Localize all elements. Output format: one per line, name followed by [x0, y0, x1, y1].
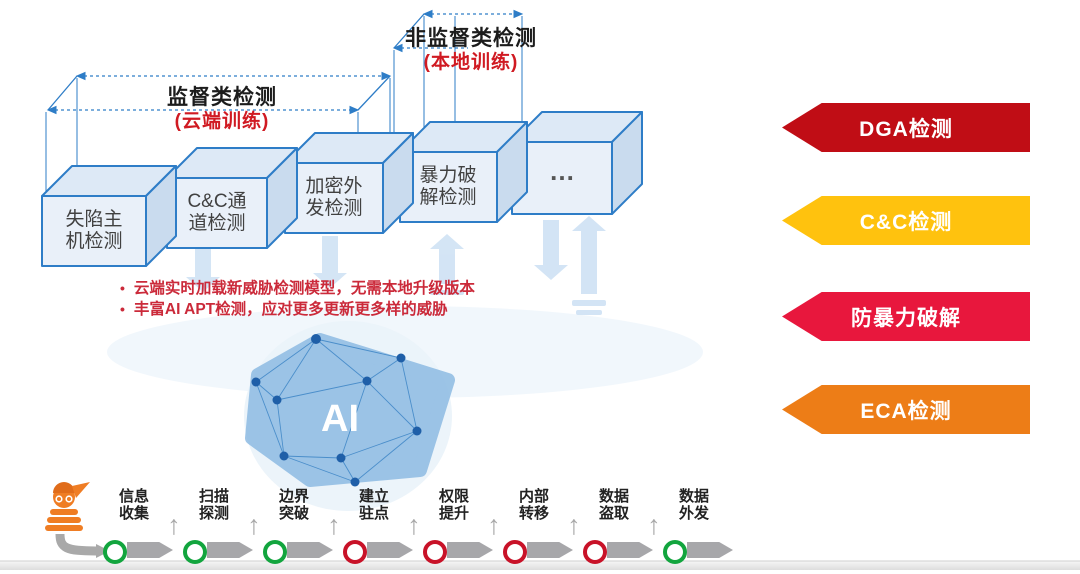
supervised-dimension-lines — [45, 71, 392, 195]
hacker-icon — [45, 482, 110, 558]
kill-chain-step-label: 数据 外发 — [678, 488, 709, 522]
kill-chain-step-label: 内部 转移 — [518, 488, 549, 522]
model-box-bruteforce — [399, 121, 528, 223]
status-circle-green — [263, 540, 287, 564]
ai-label: AI — [321, 398, 359, 440]
up-arrow-icon: ↑ — [167, 510, 181, 540]
model-box-encrypted — [284, 132, 414, 234]
status-circle-red — [423, 540, 447, 564]
bullet-icon: • — [120, 301, 125, 317]
model-box-label: 加密外 发检测 — [305, 176, 363, 219]
kill-chain-step: 建立 驻点 ↑ — [334, 488, 421, 568]
kill-chain-step: 扫描 探测 ↑ — [174, 488, 261, 568]
up-arrow-icon: ↑ — [247, 510, 261, 540]
kill-chain-step: 内部 转移 ↑ — [494, 488, 581, 568]
supervised-subtitle: (云端训练) — [174, 111, 270, 132]
supervised-title: 监督类检测 — [167, 86, 277, 109]
kill-chain-step: 边界 突破 ↑ — [254, 488, 341, 568]
bullet-text: 丰富AI APT检测，应对更多更新更多样的威胁 — [133, 301, 448, 318]
bullet-line: • 云端实时加载新威胁检测模型，无需本地升级版本 — [120, 278, 475, 299]
kill-chain-step-label: 建立 驻点 — [358, 488, 389, 522]
network-nodes — [251, 334, 422, 487]
chevron-arrow-icon — [527, 542, 573, 558]
status-circle-green — [663, 540, 687, 564]
model-boxes — [41, 111, 643, 267]
banner-eca: ECA检测 — [782, 385, 1030, 434]
bullet-icon: • — [120, 280, 125, 296]
chevron-arrow-icon — [607, 542, 653, 558]
bullet-line: • 丰富AI APT检测，应对更多更新更多样的威胁 — [120, 299, 475, 320]
up-arrow-icon — [430, 234, 464, 284]
up-arrow-icon: ↑ — [327, 510, 341, 540]
chevron-arrow-icon — [207, 542, 253, 558]
kill-chain-step: 信息 收集 ↑ — [94, 488, 181, 568]
down-arrow-icon — [313, 236, 347, 288]
kill-chain-step-label: 扫描 探测 — [198, 488, 229, 522]
up-arrow-icon: ↑ — [647, 510, 661, 540]
status-circle-green — [183, 540, 207, 564]
banner-bruteforce: 防暴力破解 — [782, 292, 1030, 341]
ground-strip — [0, 561, 1080, 570]
down-arrow-icon — [534, 220, 568, 280]
chevron-arrow-icon — [127, 542, 173, 558]
down-arrow-icon — [186, 248, 220, 292]
chevron-arrow-icon — [447, 542, 493, 558]
status-circle-red — [583, 540, 607, 564]
model-box-label: 暴力破 解检测 — [419, 165, 477, 208]
up-arrow-icon — [572, 216, 606, 294]
up-arrow-icon: ↑ — [487, 510, 501, 540]
bullet-text: 云端实时加载新威胁检测模型，无需本地升级版本 — [133, 280, 475, 297]
unsupervised-subtitle: (本地训练) — [423, 52, 519, 73]
chevron-arrow-icon — [687, 542, 733, 558]
kill-chain-step: 数据 盗取 ↑ — [574, 488, 661, 568]
model-box-label: 失陷主 机检测 — [65, 209, 123, 252]
chevron-arrow-icon — [367, 542, 413, 558]
status-circle-red — [503, 540, 527, 564]
ai-hexagon: AI — [244, 321, 455, 511]
banner-cc: C&C检测 — [782, 196, 1030, 245]
model-box-label: … — [549, 156, 575, 186]
model-box-compromised — [41, 165, 177, 267]
model-box-label: C&C通 道检测 — [187, 191, 247, 234]
up-arrow-icon: ↑ — [407, 510, 421, 540]
kill-chain-step-label: 权限 提升 — [438, 488, 469, 522]
status-circle-green — [103, 540, 127, 564]
model-box-cc — [166, 147, 298, 249]
up-arrow-icon: ↑ — [567, 510, 581, 540]
kill-chain-step-label: 数据 盗取 — [598, 488, 629, 522]
kill-chain-step: 数据 外发 — [654, 488, 734, 568]
model-flow-arrows — [186, 216, 606, 315]
model-box-ellipsis — [511, 111, 643, 215]
status-circle-red — [343, 540, 367, 564]
kill-chain-step-label: 边界 突破 — [278, 488, 309, 522]
unsupervised-title: 非监督类检测 — [405, 27, 537, 50]
kill-chain-step-label: 信息 收集 — [118, 488, 149, 522]
banner-dga: DGA检测 — [782, 103, 1030, 152]
chevron-arrow-icon — [287, 542, 333, 558]
kill-chain-step: 权限 提升 ↑ — [414, 488, 501, 568]
benefit-bullets: • 云端实时加载新威胁检测模型，无需本地升级版本 • 丰富AI APT检测，应对… — [120, 278, 475, 320]
